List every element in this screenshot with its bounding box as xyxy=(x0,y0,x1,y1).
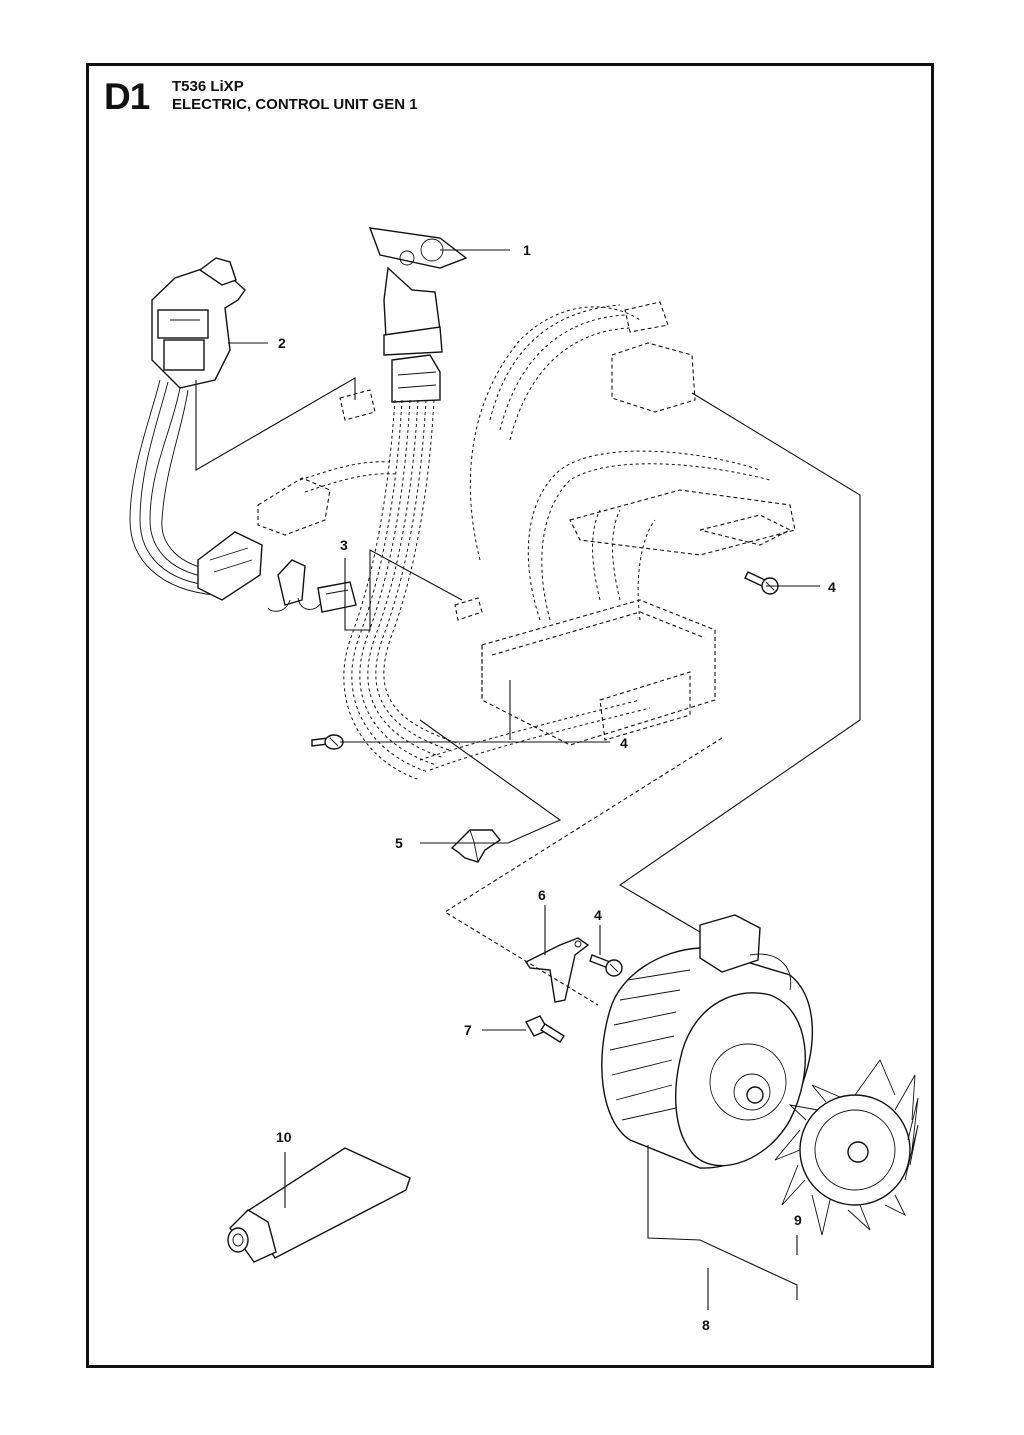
callout-2: 2 xyxy=(278,335,286,351)
harness-connectors xyxy=(257,389,483,621)
wire-harness xyxy=(299,304,771,781)
callout-9: 9 xyxy=(794,1212,802,1228)
callout-1: 1 xyxy=(523,242,531,258)
part-4-screw-lower xyxy=(589,954,623,977)
callout-6: 6 xyxy=(538,887,546,903)
callout-10: 10 xyxy=(276,1129,292,1145)
part-7-bolt xyxy=(525,1015,565,1043)
part-4-screw-upper xyxy=(744,571,779,595)
part-5-clip xyxy=(450,829,502,863)
part-8-motor xyxy=(601,914,814,1169)
connector-block xyxy=(569,301,796,556)
leader-lines xyxy=(195,249,861,1310)
part-9-fan xyxy=(774,1059,919,1236)
control-unit xyxy=(481,599,716,746)
callout-labels: 1 2 3 4 4 4 5 6 7 10 9 8 xyxy=(276,242,836,1333)
callout-3: 3 xyxy=(340,537,348,553)
part-2-trigger-switch xyxy=(129,257,263,601)
part-4-screw-middle xyxy=(311,734,344,750)
callout-5: 5 xyxy=(395,835,403,851)
callout-7: 7 xyxy=(464,1022,472,1038)
part-1-display-plate xyxy=(368,227,468,403)
page-code: D1 xyxy=(104,76,150,117)
diagram-frame xyxy=(86,63,934,1368)
callout-4-middle: 4 xyxy=(620,735,628,751)
model-name: T536 LiXP xyxy=(172,78,244,95)
part-6-bracket xyxy=(524,937,590,1003)
callout-4-upper: 4 xyxy=(828,579,836,595)
part-3-connector xyxy=(267,559,357,613)
section-title: ELECTRIC, CONTROL UNIT GEN 1 xyxy=(172,96,418,113)
callout-8: 8 xyxy=(702,1317,710,1333)
part-10-grease-tube xyxy=(227,1147,411,1263)
callout-4-lower: 4 xyxy=(594,907,602,923)
